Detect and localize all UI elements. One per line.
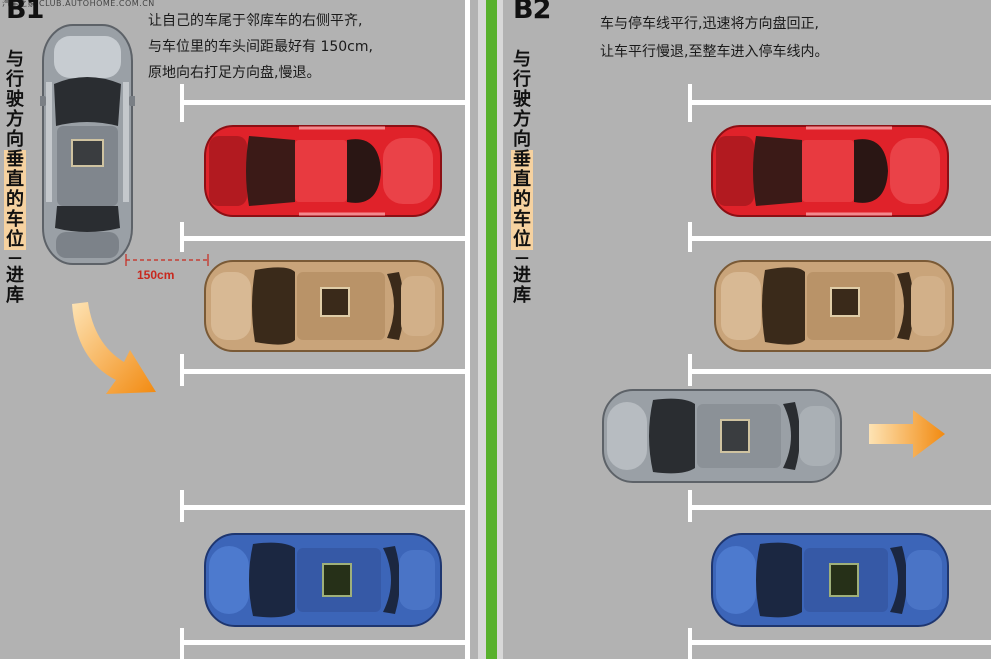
instruction-b1: 让自己的车尾于邻库车的右侧平齐, 与车位里的车头间距最好有 150cm, 原地向… (148, 8, 373, 86)
instruction-line: 原地向右打足方向盘,慢退。 (148, 65, 321, 81)
blue-car (711, 533, 949, 627)
instruction-line: 让自己的车尾于邻库车的右侧平齐, (148, 13, 363, 29)
panel-divider (478, 0, 503, 659)
title-char: 进 (6, 265, 24, 286)
title-char-highlight: 车 (511, 209, 533, 230)
title-dash: — (515, 250, 529, 266)
title-char: 库 (6, 285, 24, 306)
title-char: 进 (513, 265, 531, 286)
title-char-highlight: 垂 (4, 149, 26, 170)
parking-lines-b1 (180, 0, 470, 659)
blue-car (204, 533, 442, 627)
panel-b1: 汽车之家 CLUB.AUTOHOME.COM.CN B1 让自己的车尾于邻库车的… (0, 0, 478, 659)
curved-arrow-icon (72, 302, 156, 394)
right-arrow-icon (869, 410, 945, 458)
title-char-highlight: 垂 (511, 149, 533, 170)
gold-car (204, 260, 444, 352)
title-char: 行 (513, 69, 531, 90)
title-char: 驶 (6, 89, 24, 110)
silver-car-horizontal (602, 389, 842, 483)
step-label-b2: B2 (513, 0, 551, 25)
title-dash: — (8, 250, 22, 266)
step-label-b1: B1 (6, 0, 44, 25)
panel-b2: B2 车与停车线平行,迅速将方向盘回正, 让车平行慢退,至整车进入停车线内。 与… (503, 0, 991, 659)
title-char-highlight: 的 (511, 189, 533, 210)
title-char: 行 (6, 69, 24, 90)
title-char: 向 (513, 129, 531, 150)
title-char-highlight: 直 (4, 169, 26, 190)
title-char: 向 (6, 129, 24, 150)
title-char-highlight: 位 (511, 229, 533, 250)
distance-marker (125, 254, 209, 266)
silver-car-vertical (40, 24, 135, 265)
instruction-line: 车与停车线平行,迅速将方向盘回正, (600, 16, 819, 32)
vertical-title-b2: 与 行 驶 方 向 垂 直 的 车 位 — 进 库 (511, 50, 533, 306)
instruction-line: 与车位里的车头间距最好有 150cm, (148, 39, 373, 55)
title-char-highlight: 直 (511, 169, 533, 190)
red-car (204, 125, 442, 217)
instruction-line: 让车平行慢退,至整车进入停车线内。 (600, 44, 829, 60)
title-char-highlight: 位 (4, 229, 26, 250)
parking-lines-b2 (688, 84, 991, 659)
title-char: 库 (513, 285, 531, 306)
title-char: 与 (513, 49, 531, 70)
title-char: 驶 (513, 89, 531, 110)
vertical-title-b1: 与 行 驶 方 向 垂 直 的 车 位 — 进 库 (4, 50, 26, 306)
title-char: 与 (6, 49, 24, 70)
red-car (711, 125, 949, 217)
title-char-highlight: 的 (4, 189, 26, 210)
title-char-highlight: 车 (4, 209, 26, 230)
watermark: 汽车之家 CLUB.AUTOHOME.COM.CN (2, 0, 155, 8)
distance-label: 150cm (137, 268, 175, 282)
gold-car (714, 260, 954, 352)
divider-stripe (486, 0, 497, 659)
title-char: 方 (6, 109, 24, 130)
instruction-b2: 车与停车线平行,迅速将方向盘回正, 让车平行慢退,至整车进入停车线内。 (600, 10, 828, 66)
title-char: 方 (513, 109, 531, 130)
